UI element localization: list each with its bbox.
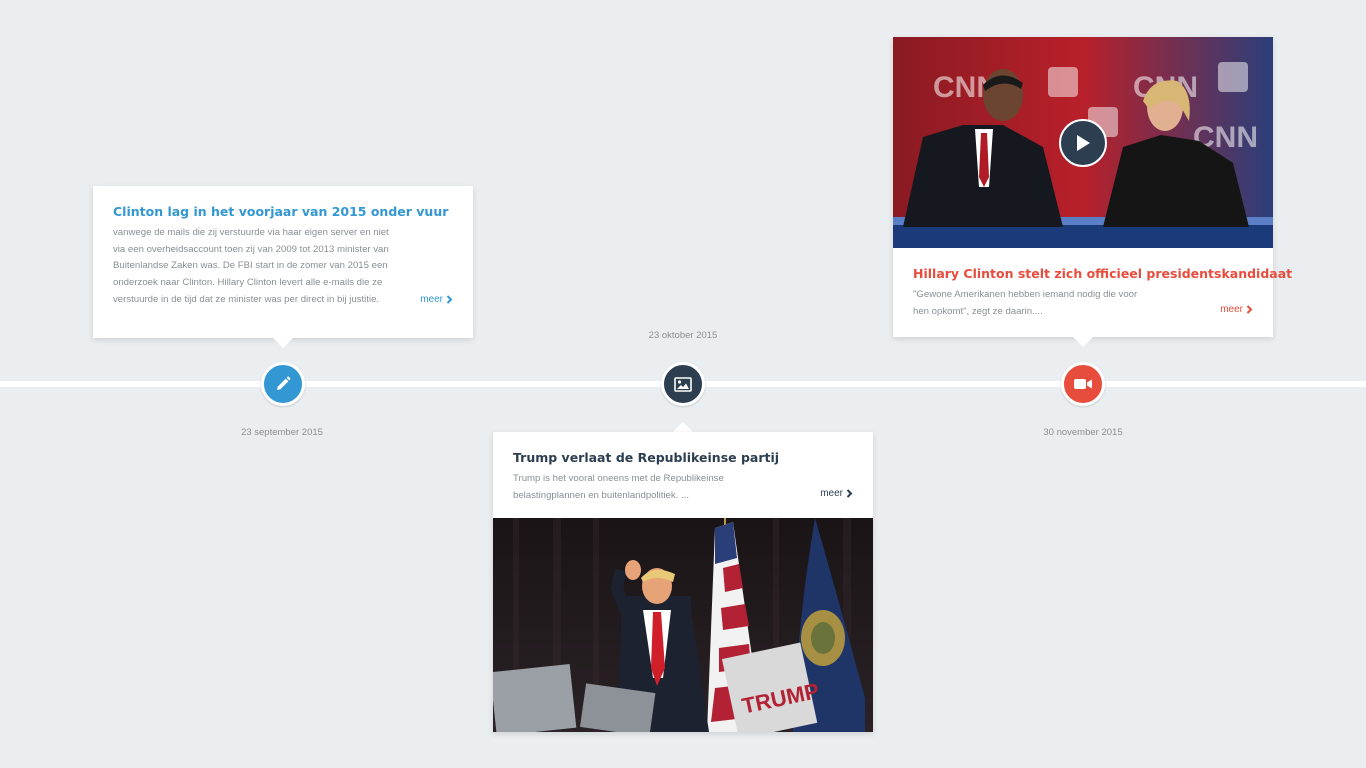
more-link[interactable]: meer — [420, 294, 453, 305]
card-text: "Gewone Amerikanen hebben iemand nodig d… — [913, 289, 1138, 317]
timeline-date: 23 september 2015 — [241, 427, 323, 438]
timeline-date: 30 november 2015 — [1043, 427, 1123, 438]
timeline-card-clinton-emails: Clinton lag in het voorjaar van 2015 ond… — [93, 186, 473, 338]
play-icon — [1077, 135, 1090, 151]
timeline-card-trump: Trump verlaat de Republikeinse partij Tr… — [493, 432, 873, 732]
card-title: Hillary Clinton stelt zich officieel pre… — [913, 266, 1293, 281]
pencil-icon — [277, 376, 291, 390]
timeline-date: 23 oktober 2015 — [648, 330, 718, 341]
card-title: Clinton lag in het voorjaar van 2015 ond… — [113, 204, 449, 219]
debate-photo: CNN CNN CNN — [893, 37, 1273, 248]
image-icon — [674, 376, 692, 392]
card-pointer — [673, 422, 693, 432]
chevron-right-icon — [846, 489, 853, 498]
chevron-right-icon — [1246, 305, 1253, 314]
timeline-card-hillary-candidate: CNN CNN CNN H — [893, 37, 1293, 337]
card-pointer — [273, 338, 293, 348]
play-video-button[interactable] — [1059, 119, 1107, 167]
card-pointer — [1073, 337, 1093, 347]
timeline-node-video[interactable] — [1061, 362, 1105, 406]
more-link[interactable]: meer — [1220, 304, 1253, 315]
video-camera-icon — [1074, 379, 1092, 389]
timeline-node-image[interactable] — [661, 362, 705, 406]
timeline-node-pencil[interactable] — [261, 362, 305, 406]
more-link[interactable]: meer — [820, 488, 853, 499]
trump-rally-photo: TRUMP — [493, 518, 873, 732]
chevron-right-icon — [446, 294, 453, 304]
card-title: Trump verlaat de Republikeinse partij — [513, 450, 780, 465]
card-text: vanwege de mails die zij verstuurde via … — [113, 227, 389, 305]
card-text: Trump is het vooral oneens met de Republ… — [513, 473, 724, 501]
